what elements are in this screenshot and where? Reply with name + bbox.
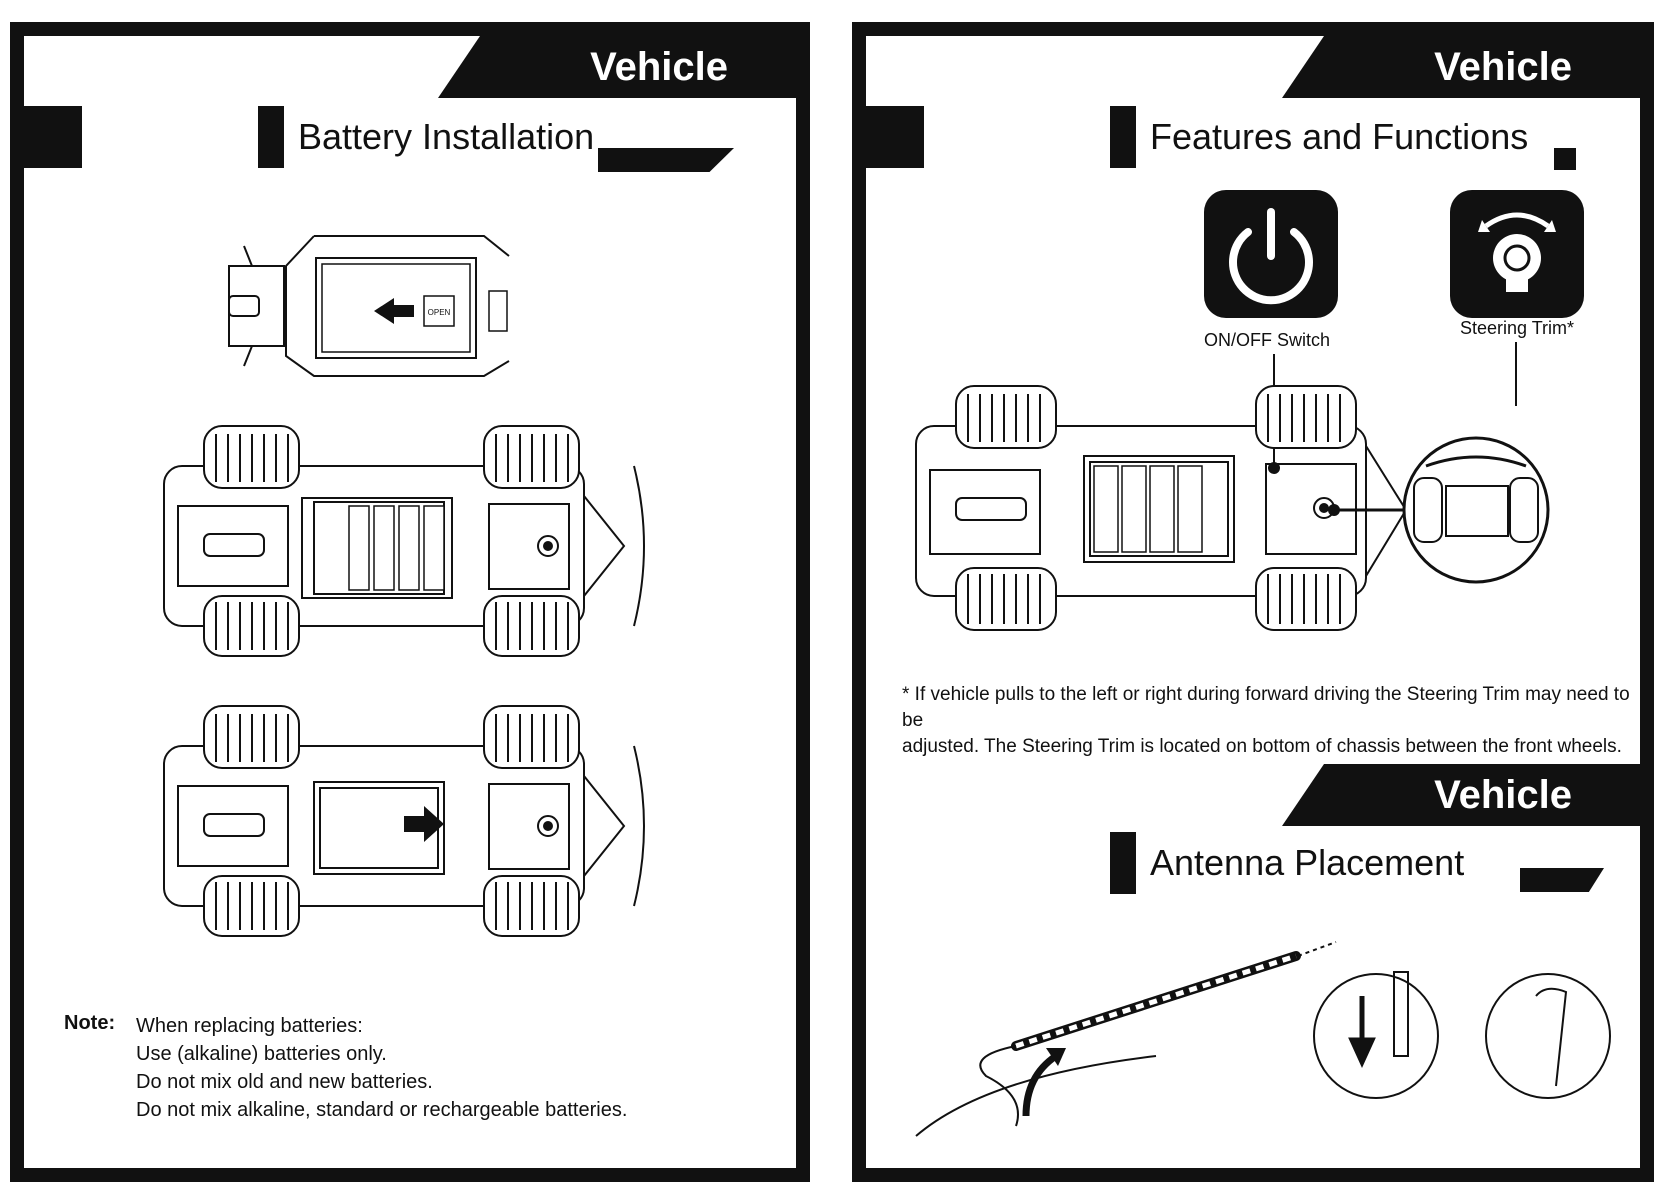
battery-cells xyxy=(348,505,445,591)
on-off-switch-label: ON/OFF Switch xyxy=(1204,330,1331,350)
footnote-line: * If vehicle pulls to the left or right … xyxy=(902,684,1630,731)
vehicle-tab: Vehicle xyxy=(1282,36,1640,98)
section-title-text: Antenna Placement xyxy=(1150,842,1465,883)
vehicle-tab: Vehicle xyxy=(438,36,796,98)
vehicle-tab-antenna: Vehicle xyxy=(1282,764,1640,826)
note-label: Note: xyxy=(64,1012,116,1034)
page-number-block xyxy=(866,106,924,168)
title-accent-bar xyxy=(1520,868,1604,892)
features-functions-title: Features and Functions xyxy=(1110,106,1528,168)
vehicle-tab-label: Vehicle xyxy=(1434,772,1572,817)
vehicle-tab-label: Vehicle xyxy=(1434,44,1572,89)
left-page: Vehicle Battery Installation OPEN xyxy=(10,22,810,1182)
battery-cover-diagram: OPEN xyxy=(228,235,510,377)
open-label: OPEN xyxy=(428,308,451,317)
steering-trim-footnote: * If vehicle pulls to the left or right … xyxy=(902,682,1640,760)
note-line: Do not mix alkaline, standard or recharg… xyxy=(136,1099,628,1121)
section-title-text: Battery Installation xyxy=(298,116,595,157)
note-lines: When replacing batteries: Use (alkaline)… xyxy=(136,1012,627,1124)
footnote-line: adjusted. The Steering Trim is located o… xyxy=(902,736,1622,757)
down-arrow-icon xyxy=(1348,996,1376,1069)
power-icon xyxy=(1229,208,1313,305)
battery-installation-title: Battery Installation xyxy=(258,106,594,168)
page-number-block xyxy=(24,106,82,168)
right-page: Vehicle Features and Functions ON/OFF Sw… xyxy=(852,22,1654,1182)
slide-arrow-icon xyxy=(374,298,414,324)
title-accent-bar xyxy=(598,148,734,172)
note-line: Do not mix old and new batteries. xyxy=(136,1071,433,1093)
steering-trim-icon-box xyxy=(1450,190,1584,318)
section-title-text: Features and Functions xyxy=(1150,116,1529,157)
on-off-switch-icon-box xyxy=(1204,190,1338,318)
curved-arrow-icon xyxy=(1022,1053,1059,1117)
steering-trim-icon xyxy=(1478,212,1556,292)
steering-trim-callout xyxy=(1402,436,1550,584)
vehicle-tab-label: Vehicle xyxy=(590,44,728,89)
antenna-diagram xyxy=(915,941,1611,1137)
note-line: Use (alkaline) batteries only. xyxy=(136,1043,387,1065)
vehicle-diagram-batteries xyxy=(163,425,645,657)
steering-trim-label: Steering Trim* xyxy=(1460,318,1575,338)
note-line: When replacing batteries: xyxy=(136,1015,363,1037)
antenna-placement-title: Antenna Placement xyxy=(1110,832,1464,894)
vehicle-diagram-cover xyxy=(163,705,645,937)
vehicle-features-diagram xyxy=(915,385,1550,631)
title-accent-block xyxy=(1554,148,1576,170)
